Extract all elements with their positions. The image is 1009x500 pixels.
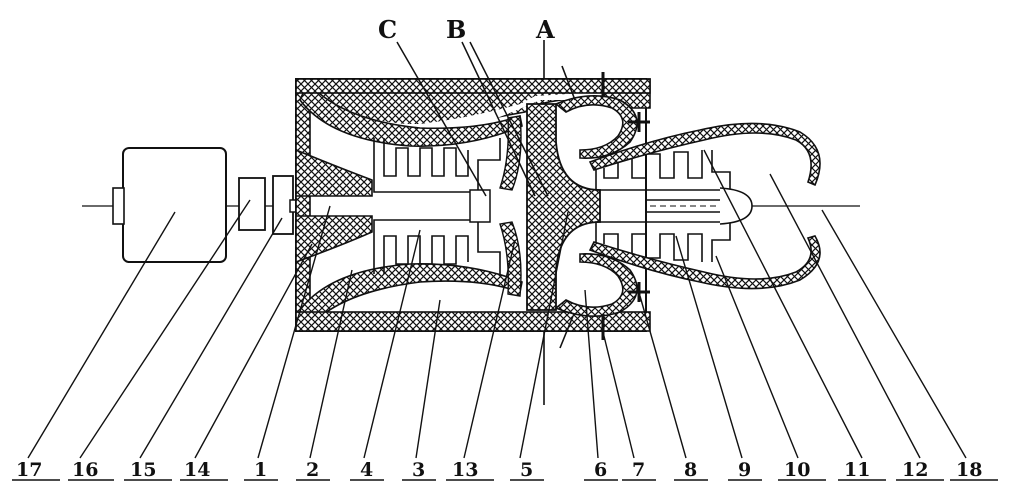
part-label: 18 <box>956 459 982 481</box>
turbine-wall-upper <box>588 122 821 187</box>
part-label: 16 <box>72 459 98 481</box>
motor-body <box>122 147 227 263</box>
turbine-labyrinth-upper <box>595 150 731 191</box>
part-label: 14 <box>184 459 210 481</box>
part-label: 12 <box>902 459 928 481</box>
leader-lines <box>27 149 967 459</box>
part-label: 9 <box>738 459 751 481</box>
part-label: 6 <box>594 459 607 481</box>
part-label: 17 <box>16 459 42 481</box>
turbine-labyrinth-lower <box>595 221 731 262</box>
upper-volute <box>554 95 638 159</box>
section-label-a: A <box>535 15 555 44</box>
upper-duct <box>299 80 523 147</box>
part-label: 13 <box>452 459 478 481</box>
part-label: 10 <box>784 459 810 481</box>
turbine-hub-fairing <box>719 187 753 225</box>
part-label: 4 <box>360 459 373 481</box>
compressor-vane-upper <box>499 115 522 191</box>
part-label: 8 <box>684 459 697 481</box>
part-label: 3 <box>412 459 425 481</box>
section-label-b: B <box>446 15 466 44</box>
compressor-labyrinth-upper <box>373 138 501 193</box>
section-label-c: C <box>378 15 397 44</box>
part-label: 2 <box>306 459 319 481</box>
part-label: 5 <box>520 459 533 481</box>
part-number-labels: 17 16 15 14 1 2 4 3 13 5 6 7 8 9 10 11 1… <box>16 459 982 481</box>
turbine-wall-lower <box>588 235 821 290</box>
part-c-block <box>469 189 491 223</box>
part-label: 11 <box>844 459 870 481</box>
lower-duct <box>299 263 523 330</box>
front-block-lower <box>295 215 373 264</box>
part-label: 7 <box>632 459 645 481</box>
lower-volute <box>554 253 638 317</box>
motor-end-cap <box>112 187 125 225</box>
compressor-labyrinth-lower <box>373 219 501 274</box>
part-label: 1 <box>254 459 267 481</box>
front-block-upper <box>295 148 373 197</box>
coupling <box>238 177 266 231</box>
part-label: 15 <box>130 459 156 481</box>
